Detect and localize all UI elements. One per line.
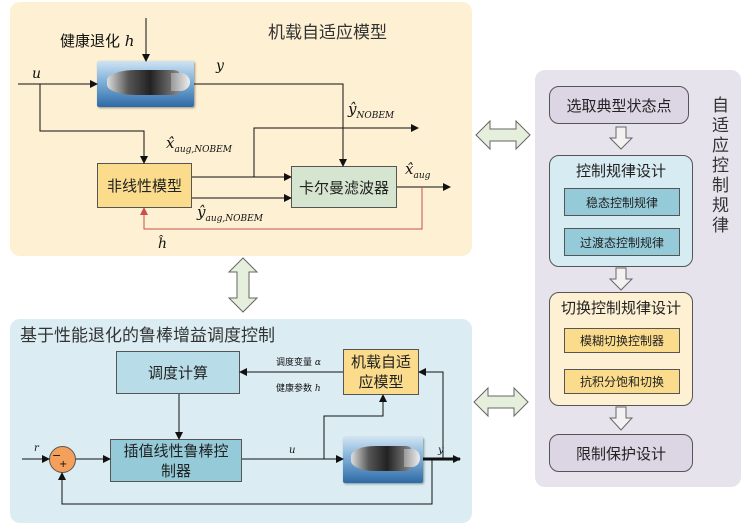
x-hat-aug-nobem-label: x̂aug,NOBEM — [166, 134, 232, 155]
health-degradation-label: 健康退化 h — [60, 30, 134, 51]
anti-windup-box: 抗积分饱和切换 — [564, 369, 680, 394]
output-y-label: y — [216, 58, 224, 74]
robust-controller-box: 插值线性鲁棒控 制器 — [110, 439, 242, 482]
onboard-model-box: 机载自适 应模型 — [343, 349, 419, 395]
select-points-box: 选取典型状态点 — [549, 86, 689, 124]
y-hat-subscript: NOBEM — [356, 111, 395, 121]
y-hat-nobem-label: ŷNOBEM — [348, 100, 394, 121]
input-u-label: u — [32, 66, 42, 82]
limit-protect-box: 限制保护设计 — [549, 434, 693, 472]
schedule-variable-text: 调度变量 — [276, 358, 313, 368]
y-to-onboard-arrow — [418, 368, 444, 459]
sum-minus-sign: − — [52, 449, 62, 462]
adaptive-control-law-panel — [535, 70, 741, 487]
u-to-onboard-arrow — [323, 394, 387, 459]
y-nobem-output-arrow — [253, 124, 419, 177]
reference-r-label: r — [34, 443, 39, 454]
u-to-nonlinear-arrow — [39, 84, 148, 164]
h-symbol: h — [314, 384, 321, 394]
controller-line2: 制器 — [160, 461, 191, 480]
fuzzy-switch-box: 模糊切换控制器 — [564, 328, 680, 353]
output-y-bottom-label: y — [438, 445, 444, 456]
control-law-design-title: 控制规律设计 — [575, 162, 666, 180]
y-hat-aug-subscript: aug,NOBEM — [205, 214, 263, 224]
engine-image-top — [97, 61, 194, 107]
x-hat-aug-label: x̂aug — [405, 160, 430, 181]
top-panel-title: 机载自适应模型 — [268, 23, 387, 43]
down-arrow-1 — [608, 126, 634, 150]
alpha-symbol: α — [314, 358, 321, 368]
down-arrow-3 — [608, 406, 634, 431]
x-hat-aug-subscript: aug — [413, 171, 431, 181]
schedule-variable-label: 调度变量 α — [276, 355, 321, 368]
right-panel-title: 自适应控制规律 — [712, 96, 729, 236]
steady-law-box: 稳态控制规律 — [564, 188, 680, 216]
health-symbol: h — [124, 32, 135, 50]
onboard-adaptive-model-panel — [10, 2, 472, 256]
health-degradation-text: 健康退化 — [60, 32, 121, 50]
y-hat-symbol: ŷ — [348, 100, 357, 118]
bottom-right-double-arrow — [473, 386, 529, 418]
x-hat-aug-symbol: x̂ — [405, 160, 414, 178]
y-to-kalman-arrow — [194, 83, 347, 167]
onboard-model-line2: 应模型 — [358, 373, 404, 391]
engine-image-bottom — [343, 437, 423, 483]
down-arrow-2 — [608, 267, 634, 291]
top-right-double-arrow — [475, 119, 531, 151]
vertical-double-arrow — [227, 257, 259, 313]
switch-law-design-title: 切换控制规律设计 — [560, 299, 681, 317]
h-hat-label: ĥ — [158, 236, 168, 252]
schedule-calc-box: 调度计算 — [116, 351, 240, 394]
kalman-filter-box: 卡尔曼滤波器 — [291, 166, 397, 208]
feedback-arrow — [58, 459, 433, 505]
controller-line1: 插值线性鲁棒控 — [123, 441, 229, 460]
h-hat-feedback-arrow — [140, 187, 423, 230]
x-hat-symbol: x̂ — [166, 134, 175, 152]
y-hat-aug-symbol: ŷ — [197, 203, 206, 221]
bottom-panel-title: 基于性能退化的鲁棒增益调度控制 — [20, 326, 275, 346]
x-hat-subscript: aug,NOBEM — [174, 145, 232, 155]
onboard-model-line1: 机载自适 — [350, 353, 411, 371]
control-u-label: u — [289, 445, 296, 456]
y-hat-aug-nobem-label: ŷaug,NOBEM — [197, 203, 263, 224]
health-parameter-text: 健康参数 — [276, 384, 313, 394]
transient-law-box: 过渡态控制规律 — [564, 228, 680, 256]
sum-plus-sign: + — [59, 459, 68, 470]
health-parameter-label: 健康参数 h — [276, 381, 321, 394]
